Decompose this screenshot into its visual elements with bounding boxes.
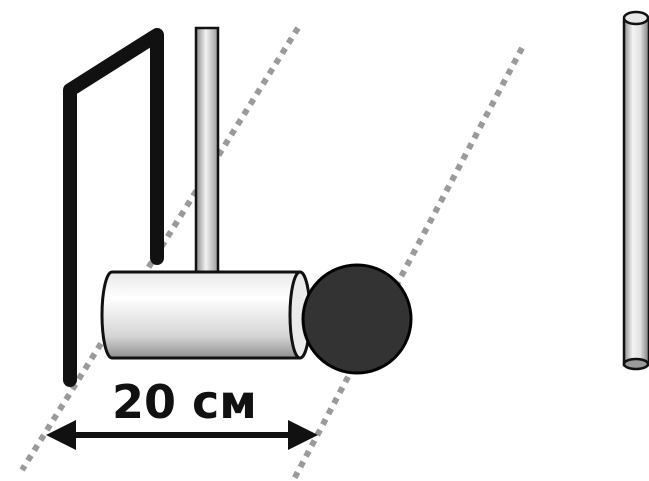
- ball: [301, 263, 413, 375]
- dotted-guide-lines: [19, 26, 525, 481]
- horizontal-cylinder: [100, 270, 312, 360]
- standing-tube: [622, 10, 649, 371]
- hook-frame: [63, 28, 164, 387]
- dimension-label: 20 см: [112, 375, 257, 429]
- vertical-rod: [194, 26, 220, 278]
- dotted-line-left: [19, 26, 301, 472]
- dotted-line-right: [290, 46, 525, 481]
